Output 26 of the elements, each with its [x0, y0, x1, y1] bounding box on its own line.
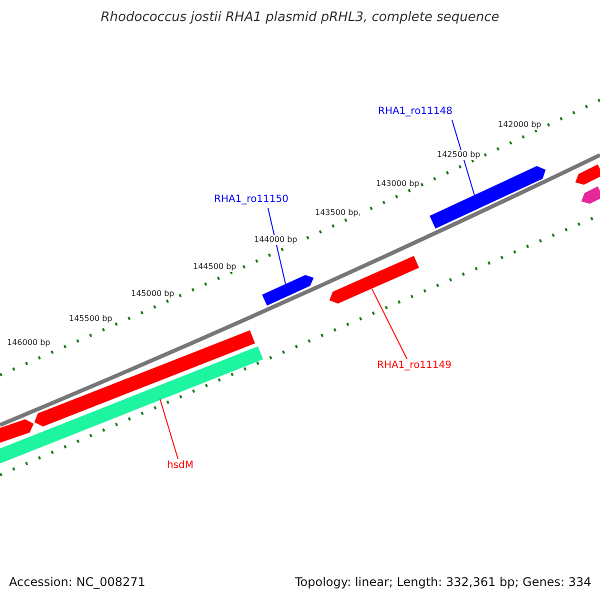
gene-feature — [0, 419, 34, 444]
scale-label: 145500 bp — [68, 314, 114, 324]
scale-label: 146000 bp — [6, 338, 52, 348]
summary-text: Topology: linear; Length: 332,361 bp; Genes: 334 — [295, 575, 592, 590]
gene-feature — [575, 164, 600, 185]
gene-feature — [262, 274, 314, 306]
scale-label: 143000 bp — [375, 179, 420, 189]
scale-label: 145000 bp — [130, 289, 176, 299]
title: Rhodococcus jostii RHA1 plasmid pRHL3, complete sequence — [100, 10, 500, 26]
scale-label: 144000 bp — [253, 235, 298, 245]
gene-feature — [581, 186, 600, 204]
leader-line — [268, 208, 286, 286]
leader-line — [372, 288, 408, 360]
scale-label: 142500 bp — [436, 150, 482, 160]
gene-label: RHA1_ro11150 — [214, 194, 288, 206]
gene-feature — [329, 256, 420, 304]
gene-label: hsdM — [167, 460, 194, 472]
leader-line — [160, 398, 178, 460]
leader-line — [452, 120, 476, 198]
scale-label: 142000 bp — [497, 120, 542, 130]
gene-label: RHA1_ro11149 — [377, 360, 452, 372]
accession-text: Accession: NC_008271 — [9, 575, 146, 590]
scale-label: 144500 bp — [192, 262, 238, 272]
gene-label: RHA1_ro11148 — [378, 106, 452, 118]
gene-feature — [430, 166, 546, 229]
scale-label: 143500 bp — [314, 208, 360, 218]
